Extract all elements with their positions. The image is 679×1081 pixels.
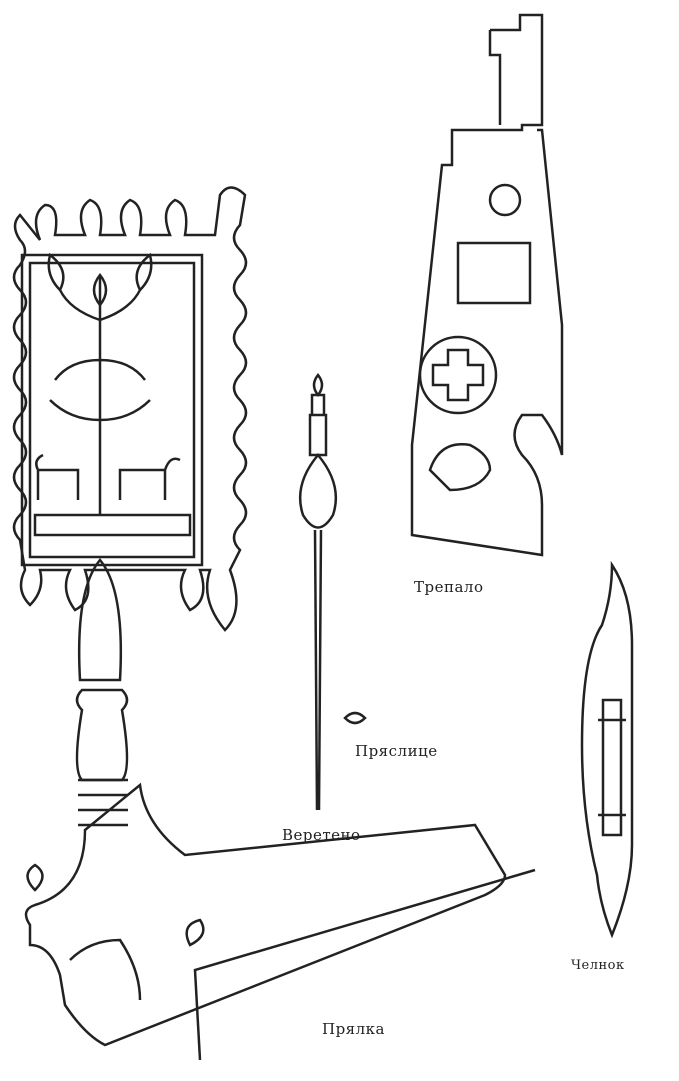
- pryalka-drawing: [12, 186, 536, 1061]
- label-vereteno: Веретено: [282, 826, 361, 844]
- label-chelnok: Челнок: [571, 958, 625, 973]
- trepalo-drawing: [410, 13, 564, 557]
- chelnok-drawing: [580, 560, 634, 939]
- label-pryaslitse: Пряслице: [355, 742, 438, 760]
- label-pryalka: Прялка: [322, 1020, 385, 1038]
- vereteno-drawing: [298, 372, 367, 811]
- label-trepalo: Трепало: [414, 578, 484, 596]
